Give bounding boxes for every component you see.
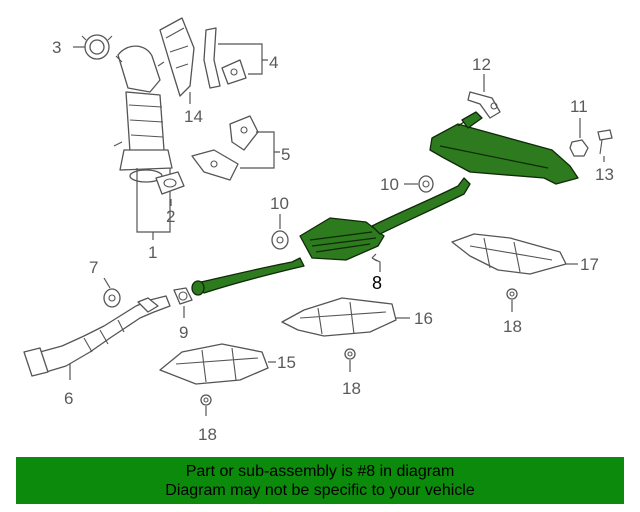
part-15-heat-shield[interactable] [159, 343, 269, 385]
part-18-fastener-b[interactable] [344, 348, 356, 360]
callout-12[interactable]: 12 [472, 55, 491, 74]
leader-8 [371, 253, 381, 272]
callout-18-a[interactable]: 18 [503, 317, 522, 336]
part-14-heat-shield[interactable] [159, 17, 195, 97]
callout-18-c[interactable]: 18 [198, 425, 217, 444]
callout-1[interactable]: 1 [148, 243, 157, 262]
callout-15[interactable]: 15 [277, 353, 296, 372]
callout-11[interactable]: 11 [570, 97, 588, 116]
part-7-hanger[interactable] [103, 288, 121, 308]
callout-6[interactable]: 6 [64, 389, 73, 408]
callout-7[interactable]: 7 [89, 258, 98, 277]
part-13-bolt[interactable] [597, 129, 613, 155]
part-10-hanger[interactable] [271, 230, 289, 250]
callout-10-rear[interactable]: 10 [380, 175, 399, 194]
callout-13[interactable]: 13 [595, 165, 614, 184]
info-banner: Part or sub-assembly is #8 in diagram Di… [16, 457, 624, 504]
part-11-nut[interactable] [569, 139, 589, 157]
part-6-front-pipe[interactable] [23, 295, 171, 377]
part-18-fastener-c[interactable] [200, 394, 212, 406]
leader-7 [103, 277, 111, 289]
callout-16[interactable]: 16 [414, 309, 433, 328]
part-17-heat-shield[interactable] [451, 233, 567, 275]
part-5-brackets[interactable] [191, 115, 259, 181]
part-4-brackets[interactable] [203, 27, 247, 89]
part-18-fastener-a[interactable] [506, 288, 518, 300]
callout-18-b[interactable]: 18 [342, 379, 361, 398]
leader-4 [218, 43, 268, 75]
banner-line-2: Diagram may not be specific to your vehi… [165, 481, 475, 499]
part-16-heat-shield[interactable] [281, 297, 397, 337]
callout-5[interactable]: 5 [281, 145, 290, 164]
callout-9[interactable]: 9 [179, 323, 188, 342]
exhaust-system-diagram: 3 1 2 14 4 5 [23, 17, 614, 444]
part-3-clamp[interactable] [81, 34, 113, 60]
callout-4[interactable]: 4 [269, 53, 278, 72]
callout-8[interactable]: 8 [372, 273, 382, 293]
callout-14[interactable]: 14 [184, 107, 203, 126]
part-12-bracket[interactable] [467, 91, 501, 119]
callout-10[interactable]: 10 [270, 194, 289, 213]
banner-line-1: Part or sub-assembly is #8 in diagram [185, 462, 455, 480]
part-10-hanger-rear[interactable] [418, 175, 434, 193]
part-1-catalytic-converter[interactable] [113, 45, 173, 183]
leader-5 [240, 131, 280, 169]
callout-3[interactable]: 3 [52, 38, 61, 57]
part-9-gasket[interactable] [173, 287, 193, 305]
callout-17[interactable]: 17 [580, 255, 599, 274]
callout-2[interactable]: 2 [166, 207, 175, 226]
part-8-exhaust-assembly[interactable] [191, 111, 579, 296]
part-2-gasket[interactable] [155, 171, 185, 195]
